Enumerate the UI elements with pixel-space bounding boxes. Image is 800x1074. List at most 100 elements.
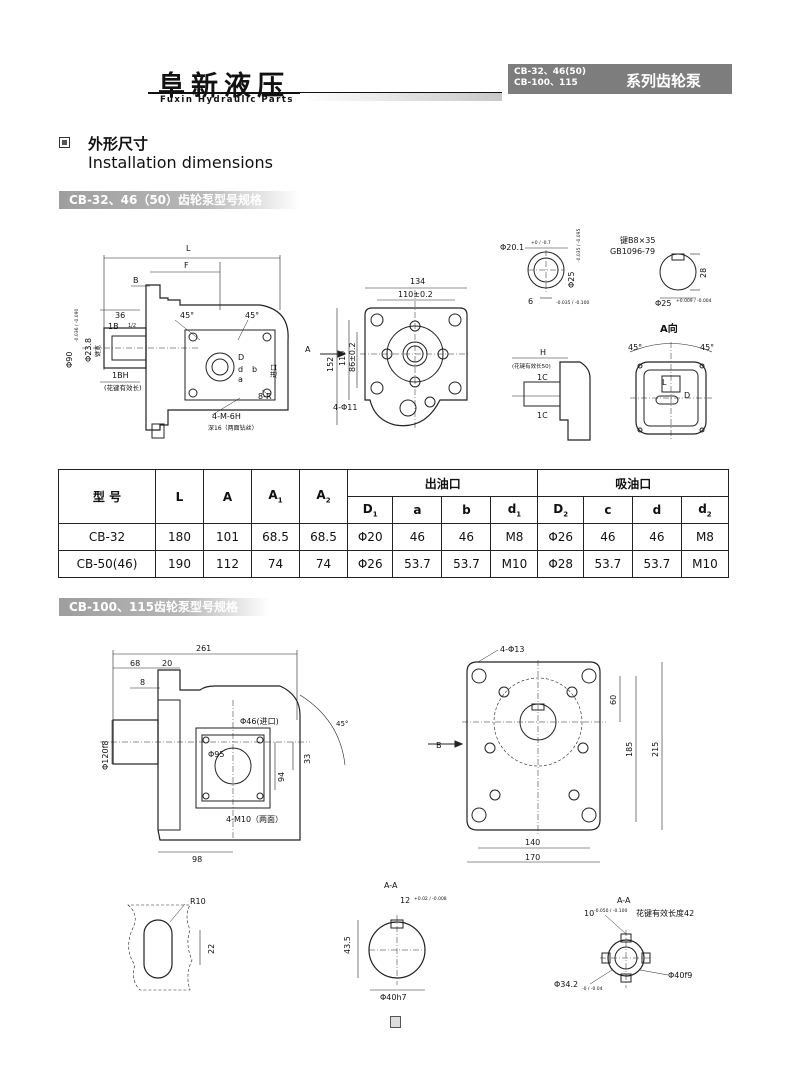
cb32-a-view (629, 342, 713, 440)
label-L-aview: L (662, 378, 667, 387)
dim-110v: 110 (338, 351, 347, 366)
header-shade (300, 93, 502, 101)
cb32-key-section (659, 253, 700, 299)
label-b: b (252, 365, 257, 374)
angle-45-aview-left: 45° (628, 343, 642, 352)
dim-phi201: Φ20.1 (500, 243, 524, 252)
dim-phi342-tol: -0 / -0.04 (582, 986, 603, 992)
dim-4M10: 4-M10（两面） (226, 815, 283, 824)
th-sub: d1 (490, 496, 539, 524)
brand-subtitle: Fuxin Hydraulic Parts (160, 95, 294, 105)
section-title-en: Installation dimensions (88, 153, 273, 172)
th-inlet: 吸油口 (537, 469, 729, 497)
dim-1B: 1B (108, 322, 119, 331)
dim-1BH: 1BH (112, 371, 129, 380)
dim-R10: R10 (190, 897, 206, 906)
arrow-B: B (436, 741, 442, 750)
spec-bar-cb32: CB-32、46（50）齿轮泵型号规格 (59, 191, 299, 209)
th-sub: c (582, 496, 633, 524)
cb100-aa-spline-section (589, 914, 669, 988)
th-A2: A2 (299, 469, 348, 524)
dim-phi40f9: Φ40f9 (668, 971, 692, 980)
table-subheader: D1 a b d1 D2 c d d2 (59, 496, 730, 524)
note-key: 键B8×35 (620, 235, 655, 245)
dim-phi120: Φ120f8 (101, 741, 110, 770)
th-sub: D2 (537, 496, 584, 524)
table-cell: 68.5 (299, 523, 348, 551)
table-cell: 68.5 (251, 523, 300, 551)
table-cell: 46 (392, 523, 443, 551)
spec-table: 型 号 L A A1 A2 出油口 吸油口 D1 a b d1 D2 c d d… (58, 469, 730, 578)
drawing-cb100: 261 68 20 8 Φ120f8 Φ46(进口) Φ95 94 33 45°… (100, 644, 694, 1002)
angle-45-right: 45° (245, 311, 259, 320)
dim-phi25b-tol: +0.009 / -0.004 (676, 298, 712, 304)
dim-134: 134 (410, 277, 425, 286)
dim-phi25: Φ25 (567, 272, 576, 288)
angle-45: 45° (336, 720, 348, 728)
label-d: d (238, 365, 243, 374)
dim-10-tol: -0.050 / -0.100 (594, 908, 628, 914)
dim-8: 8 (140, 678, 145, 687)
section-title-zh: 外形尺寸 (88, 135, 149, 153)
dim-33: 33 (303, 754, 312, 764)
page-marker (390, 1016, 401, 1028)
dim-68: 68 (130, 659, 140, 668)
dim-4phi13: 4-Φ13 (500, 645, 524, 654)
th-A: A (203, 469, 252, 524)
dim-98: 98 (192, 855, 202, 864)
th-sub: a (392, 496, 443, 524)
dim-phi25-tol: -0.035 / -0.095 (576, 228, 582, 262)
angle-45-left: 45° (180, 311, 194, 320)
table-cell: Φ20 (346, 523, 394, 551)
th-model: 型 号 (58, 469, 156, 524)
dim-1C: 1C (537, 373, 548, 382)
table-cell: Φ28 (537, 550, 584, 578)
dim-110: 110±0.2 (398, 290, 433, 299)
th-A1: A1 (251, 469, 300, 524)
table-cell: 53.7 (392, 550, 443, 578)
table-cell: M10 (680, 550, 730, 578)
dim-keywidth: 键宽 (94, 345, 102, 357)
dim-12: 12 (400, 896, 410, 905)
arrow-A: A (305, 345, 311, 354)
note-gb: GB1096-79 (610, 247, 655, 256)
dim-22: 22 (207, 944, 216, 954)
dim-215: 215 (651, 742, 660, 757)
table-cell: 190 (155, 550, 204, 578)
dim-phi25b: Φ25 (655, 299, 671, 308)
dim-60: 60 (609, 695, 618, 705)
brand-title: 阜新液压 (158, 71, 290, 102)
cb32-front-view (320, 287, 470, 430)
dim-phi90: Φ90 (65, 352, 74, 368)
dim-phi201-tol: +0 / -0.7 (531, 240, 551, 246)
dim-F: F (184, 261, 189, 270)
dim-170: 170 (525, 853, 540, 862)
th-sub: D1 (346, 496, 394, 524)
dim-8R: 8-R (258, 392, 272, 401)
cb32-spline-section (525, 247, 568, 299)
series-badge: CB-32、46(50) CB-100、115 系列齿轮泵 (508, 64, 732, 94)
dim-phi40h7: Φ40h7 (380, 993, 407, 1002)
th-sub: b (441, 496, 492, 524)
dim-36: 36 (115, 311, 125, 320)
note-depth16: 深16（两面钻丝） (208, 424, 258, 432)
cb100-front-view (428, 649, 663, 863)
label-A-view: A向 (660, 322, 678, 335)
table-row: CB-50(46) 190 112 74 74 Φ26 53.7 53.7 M1… (58, 550, 730, 578)
series-models: CB-32、46(50) CB-100、115 (514, 67, 586, 89)
dim-185: 185 (625, 742, 634, 757)
dim-43-5: 43.5 (343, 936, 352, 954)
table-cell: Φ26 (346, 550, 394, 578)
cb100-side-view (100, 650, 346, 853)
dim-152: 152 (326, 357, 335, 372)
dim-4M6H: 4-M-6H (212, 412, 241, 421)
dim-86: 86±0.2 (348, 342, 357, 372)
dim-10: 10 (584, 909, 594, 918)
dim-28: 28 (699, 268, 708, 278)
table-cell: 46 (631, 523, 682, 551)
angle-45-aview-right: 45° (700, 343, 714, 352)
table-cell: 101 (203, 523, 252, 551)
dim-12-tol: +0.02 / -0.008 (414, 896, 447, 902)
table-cell: M10 (490, 550, 539, 578)
dim-6-tol: -0.035 / -0.100 (556, 300, 590, 306)
